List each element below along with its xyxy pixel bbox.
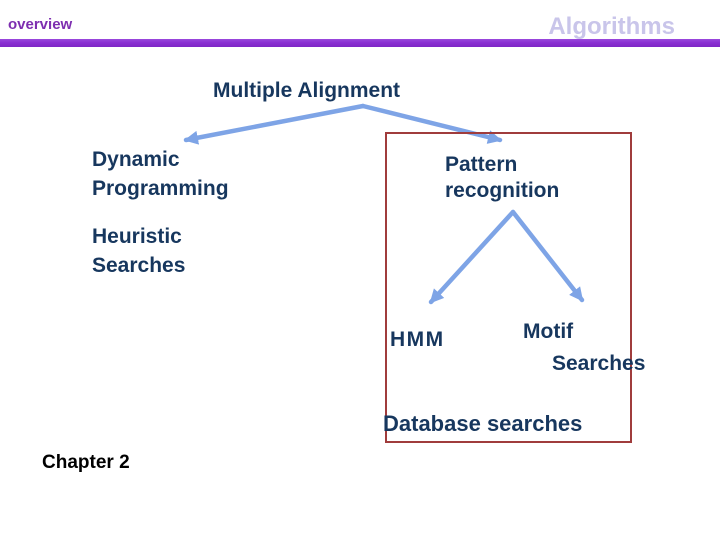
divider-bar	[0, 39, 720, 47]
slide-title: Multiple Alignment	[213, 79, 401, 102]
node-heuristic-searches-line1: Heuristic	[92, 225, 182, 248]
node-database-searches: Database searches	[383, 411, 583, 436]
node-pattern-recognition-line2: recognition	[445, 179, 560, 202]
pattern-recognition-group-box	[385, 132, 632, 443]
node-pattern-recognition-line1: Pattern	[445, 153, 518, 176]
section-label: overview	[8, 16, 73, 33]
node-dynamic-programming: Dynamic Programming	[92, 145, 229, 203]
chapter-label: Chapter 2	[42, 452, 130, 473]
node-dynamic-programming-line1: Dynamic	[92, 148, 180, 171]
node-hmm: HMM	[390, 328, 445, 351]
arrow-title-to-dynamic-programming	[183, 103, 366, 145]
node-pattern-recognition: Pattern recognition	[445, 152, 559, 204]
node-motif-searches-line2: Searches	[552, 352, 646, 375]
node-motif-searches: Motif Searches	[523, 316, 645, 380]
node-motif-searches-line1: Motif	[523, 320, 574, 343]
node-dynamic-programming-line2: Programming	[92, 177, 229, 200]
topic-label: Algorithms	[548, 13, 675, 40]
node-heuristic-searches-line2: Searches	[92, 254, 186, 277]
node-heuristic-searches: Heuristic Searches	[92, 222, 185, 280]
